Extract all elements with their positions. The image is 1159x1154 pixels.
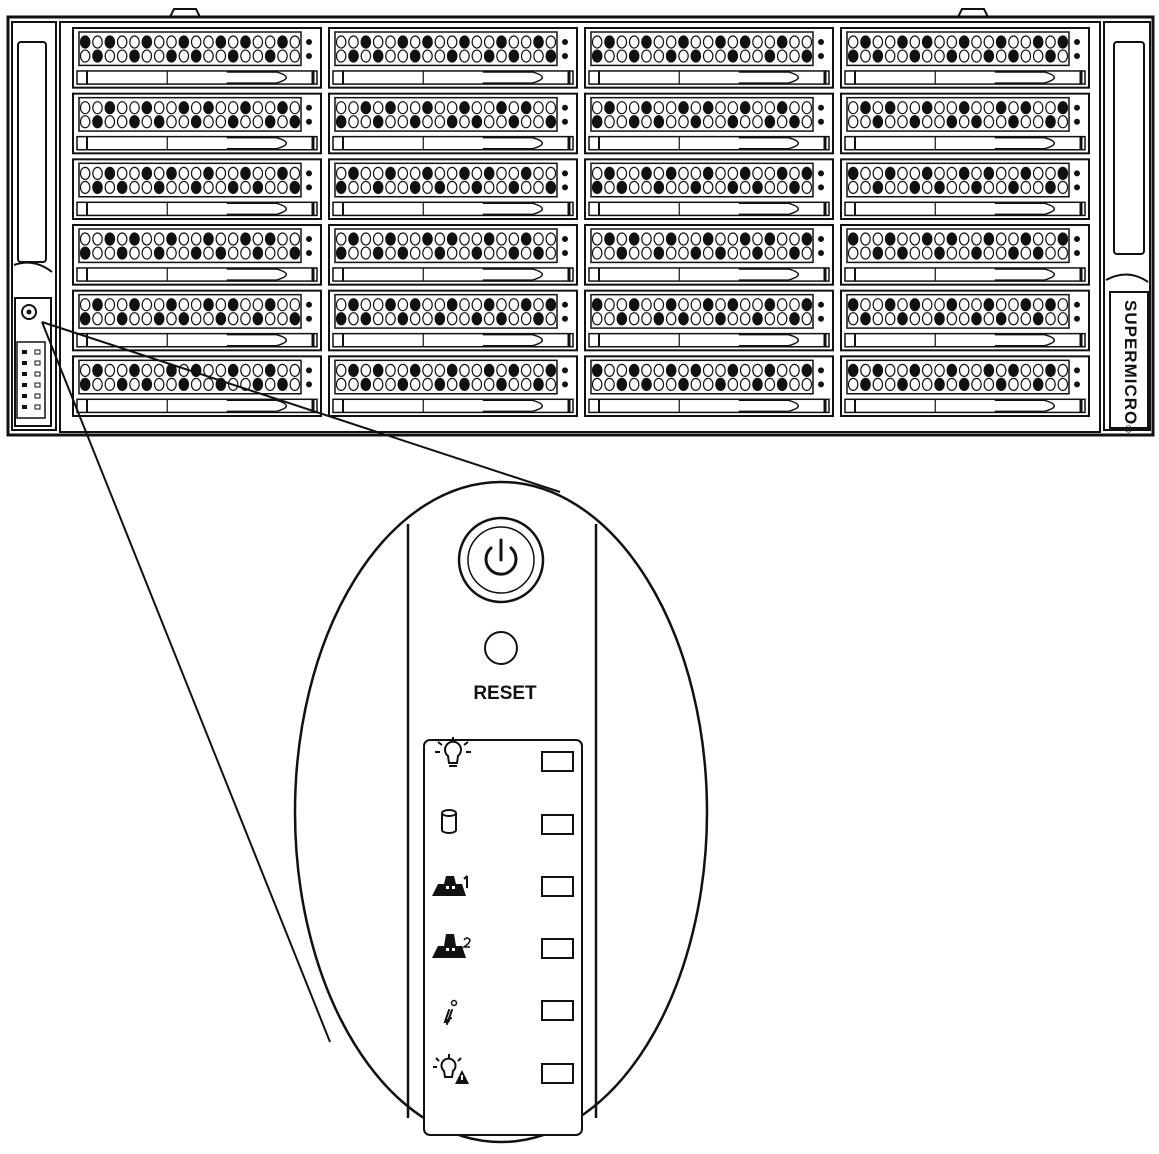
drive-tray[interactable] [328,92,578,155]
front-led-strip [22,349,41,410]
left-rack-ear [11,21,57,431]
drive-tray[interactable] [584,92,834,155]
reset-button[interactable] [484,631,518,665]
reset-label: RESET [473,683,537,704]
drive-tray[interactable] [328,27,578,89]
brand-logo: SUPERMICRO® [1121,300,1140,434]
zoom-callout [41,321,709,1144]
hdd-activity-icon [441,809,457,834]
drive-tray[interactable] [840,158,1090,220]
led-window-nic1 [541,876,574,897]
led-window-power-fail [541,1063,574,1084]
front-power-button-icon[interactable] [21,304,37,320]
drive-tray[interactable] [72,27,322,89]
drive-tray[interactable] [840,289,1090,352]
drive-tray[interactable] [584,224,834,286]
network-1-icon [432,875,468,896]
drive-tray[interactable] [72,355,322,418]
drive-bay-grid [72,27,1090,418]
led-window-nic2 [541,938,574,959]
info-icon [443,999,458,1025]
control-panel-detail: RESET [406,516,598,1136]
led-window-hdd [541,814,574,835]
led-window-info [541,1000,574,1021]
power-button[interactable] [457,516,545,604]
right-rack-ear: SUPERMICRO® [1103,21,1151,434]
drive-tray[interactable] [584,289,834,352]
drive-tray[interactable] [584,27,834,89]
led-panel [423,739,583,1136]
drive-tray[interactable] [72,224,322,286]
drive-tray[interactable] [72,289,322,352]
power-symbol-icon [484,538,518,576]
drive-tray[interactable] [840,92,1090,155]
drive-tray[interactable] [328,158,578,220]
drive-tray[interactable] [72,158,322,220]
power-led-icon [435,737,471,767]
drive-tray[interactable] [584,158,834,220]
drive-tray[interactable] [840,355,1090,418]
drive-tray[interactable] [328,224,578,286]
network-2-icon [432,934,471,958]
drive-tray[interactable] [840,224,1090,286]
drive-tray[interactable] [72,92,322,155]
drive-tray[interactable] [840,27,1090,89]
drive-tray[interactable] [584,355,834,418]
power-fail-icon [433,1054,469,1084]
led-window-power [541,751,574,772]
drive-tray[interactable] [328,289,578,352]
drive-tray[interactable] [328,355,578,418]
